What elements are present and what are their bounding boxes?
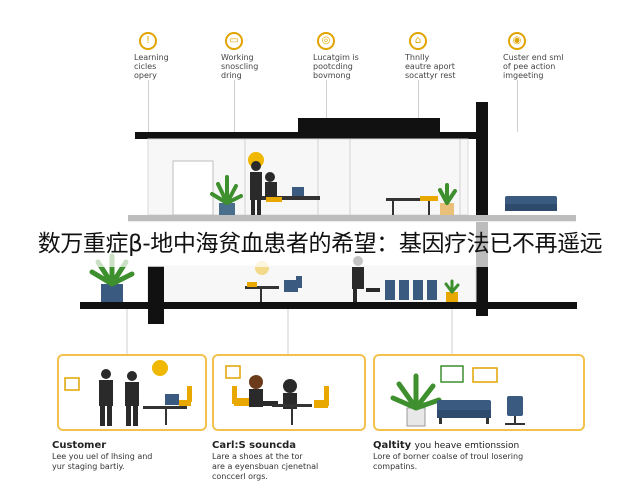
panel-quality-illustration — [390, 365, 525, 427]
connector-line — [148, 80, 149, 132]
caption-quality-title: Qaltity you heave emtionssion — [373, 440, 519, 451]
top-label-working: Working snoscling dring — [221, 53, 259, 80]
chair — [427, 280, 437, 300]
panel-cart — [212, 354, 366, 431]
door — [172, 160, 214, 216]
headline-band — [0, 221, 640, 267]
chair — [247, 282, 257, 287]
connector-line — [234, 80, 235, 132]
roof-block — [298, 118, 440, 133]
chair — [266, 197, 282, 202]
chair — [179, 400, 191, 406]
connector-line — [326, 80, 327, 120]
picture-frame-icon — [64, 377, 80, 391]
person-head — [283, 379, 297, 393]
chair — [314, 400, 328, 408]
chair — [234, 398, 252, 406]
table — [245, 286, 279, 289]
table — [272, 404, 312, 407]
plant-pot — [101, 284, 123, 302]
chair — [385, 280, 395, 300]
top-label-location: Lucatgim is pootcding bovmong — [313, 53, 359, 80]
caption-customer-title: Customer — [52, 440, 107, 451]
monitor — [165, 394, 179, 405]
person-head — [127, 371, 137, 381]
caption-quality-body: Lore of borner coalse of troul losering … — [373, 452, 524, 471]
plant-leaves — [390, 373, 442, 411]
upper-roof-slab — [135, 132, 476, 139]
plant-pot — [219, 203, 235, 215]
upper-floor-slab — [128, 215, 576, 222]
laptop — [292, 187, 304, 196]
people-icon: ⌂ — [409, 32, 427, 50]
speech-bubble — [152, 360, 168, 376]
sofa-seat — [505, 204, 557, 211]
plant-pot — [406, 407, 426, 427]
chair — [399, 280, 409, 300]
caption-quality-title-rest: you heave emtionssion — [414, 441, 520, 451]
plant-pot — [446, 292, 458, 302]
desk — [386, 198, 436, 201]
top-label-customer: Custer end sml of pee action imgeeting — [503, 53, 564, 80]
panel-cart-illustration — [225, 365, 329, 425]
caption-cart-title: Carl:S souncda — [212, 440, 297, 451]
chair — [284, 280, 298, 292]
office-chair — [507, 396, 523, 416]
laptop-icon: ▭ — [225, 32, 243, 50]
person-body — [99, 380, 113, 406]
plant-leaves — [444, 279, 460, 294]
chair — [413, 280, 423, 300]
plant-leaves — [438, 183, 457, 205]
person-body — [352, 267, 364, 289]
plant-leaves — [210, 175, 243, 205]
right-column — [476, 102, 488, 316]
person-head — [249, 375, 263, 389]
picture-frame-icon — [225, 365, 241, 379]
left-column — [148, 266, 164, 324]
panel-customer — [57, 354, 207, 431]
person-body — [250, 172, 262, 200]
person-body — [265, 182, 277, 198]
rocket-icon: ◎ — [317, 32, 335, 50]
chair — [420, 196, 438, 201]
picture-frame-icon — [440, 365, 464, 383]
caption-customer-body: Lee you uel of lhsing and yur staging ba… — [52, 452, 153, 471]
panel-quality — [373, 354, 585, 431]
plant-pot — [440, 203, 454, 215]
person-head — [251, 161, 261, 171]
desk — [262, 196, 320, 200]
top-label-teamwork: Thnlly eautre aport socattyr rest — [405, 53, 456, 80]
person-body — [125, 382, 139, 406]
headline: 数万重症β-地中海贫血患者的希望：基因疗法已不再遥远 — [37, 231, 603, 257]
person-head — [101, 369, 111, 379]
caption-cart-body: Lare a shoes at the tor are a eyensbuan … — [212, 452, 319, 481]
lightbulb-icon: ! — [139, 32, 157, 50]
person-body — [249, 389, 263, 407]
lower-floor-room — [147, 265, 477, 305]
connector-line — [517, 80, 518, 132]
top-label-learning: Learning cicles opery — [134, 53, 169, 80]
plant-leaves — [89, 253, 135, 287]
desk — [143, 406, 187, 409]
picture-frame-icon — [472, 367, 498, 383]
caption-quality-title-main: Qaltity — [373, 440, 412, 451]
panel-customer-illustration — [64, 360, 192, 426]
person-head — [265, 172, 275, 182]
lower-floor-slab — [80, 302, 577, 309]
connector-line — [418, 80, 419, 120]
target-icon: ◉ — [508, 32, 526, 50]
